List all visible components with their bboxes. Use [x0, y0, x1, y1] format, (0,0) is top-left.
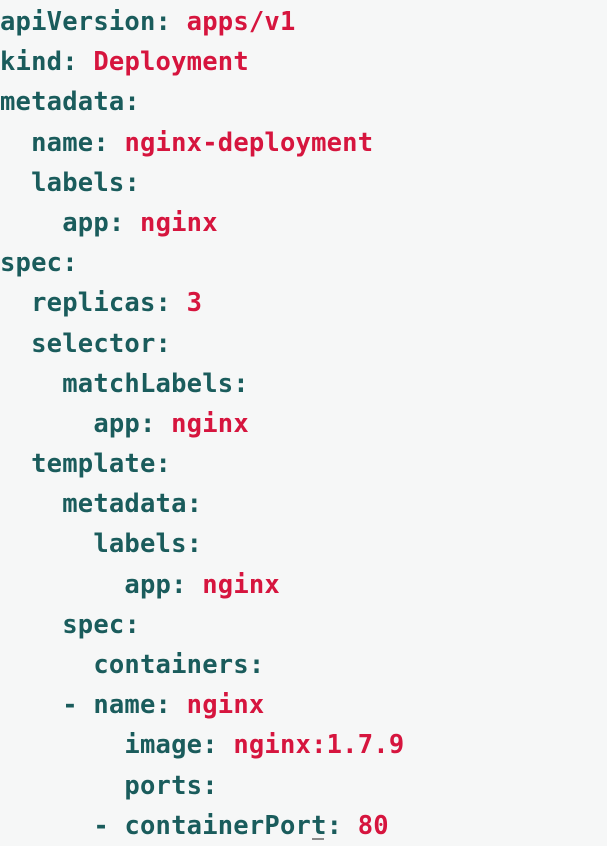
yaml-value: 3 [186, 288, 203, 319]
list-dash: - [62, 690, 94, 721]
yaml-key: containers [93, 650, 249, 680]
code-line: - name: nginx [62, 690, 265, 721]
yaml-value: apps/v1 [186, 7, 296, 37]
code-line: app: nginx [124, 569, 280, 600]
yaml-value: nginx-deployment [124, 127, 374, 158]
code-line: replicas: 3 [31, 288, 203, 319]
code-line: containers: [93, 650, 265, 680]
code-line: matchLabels: [62, 368, 249, 399]
yaml-key: spec [62, 609, 125, 640]
yaml-key: app [124, 569, 172, 600]
yaml-key: apiVersion [0, 7, 156, 37]
yaml-value: nginx [171, 408, 249, 439]
scroll-indicator [312, 838, 324, 840]
yaml-key: labels [93, 529, 187, 560]
yaml-key: name [31, 127, 94, 158]
yaml-key: matchLabels [62, 368, 234, 399]
yaml-key: app [62, 207, 109, 238]
yaml-key: app [93, 408, 140, 439]
yaml-key: name [93, 690, 156, 721]
code-line: labels: [93, 529, 203, 560]
code-line: spec: [62, 609, 140, 640]
yaml-key: selector [31, 328, 156, 359]
yaml-value: nginx [186, 690, 265, 721]
code-line: selector: [31, 328, 172, 359]
code-line: metadata: [0, 87, 140, 118]
code-line: image: nginx:1.7.9 [124, 730, 405, 761]
code-line: ports: [124, 770, 218, 801]
code-line: name: nginx-deployment [31, 127, 374, 158]
code-line: metadata: [62, 489, 203, 520]
yaml-key: containerPort [124, 810, 327, 841]
yaml-value: nginx [140, 207, 218, 238]
code-line: app: nginx [93, 408, 249, 439]
code-line: template: [31, 449, 172, 480]
yaml-value: 80 [357, 810, 389, 841]
yaml-key: image [124, 730, 203, 761]
code-line: spec: [0, 248, 78, 279]
code-line: kind: Deployment [0, 47, 249, 78]
yaml-key: replicas [31, 288, 156, 319]
code-line: apiVersion: apps/v1 [0, 7, 296, 37]
list-dash: - [93, 810, 125, 841]
yaml-key: spec [0, 248, 63, 279]
code-line: - containerPort: 80 [93, 810, 389, 841]
yaml-value: Deployment [93, 47, 249, 78]
code-line: app: nginx [62, 207, 218, 238]
yaml-value: nginx [202, 569, 280, 600]
yaml-key: template [31, 449, 156, 480]
yaml-key: ports [124, 770, 203, 801]
yaml-key: metadata [62, 489, 187, 520]
yaml-value: nginx:1.7.9 [233, 730, 405, 761]
yaml-key: kind [0, 47, 63, 78]
code-line: labels: [31, 167, 140, 198]
yaml-key: labels [31, 167, 125, 198]
yaml-key: metadata [0, 87, 125, 118]
